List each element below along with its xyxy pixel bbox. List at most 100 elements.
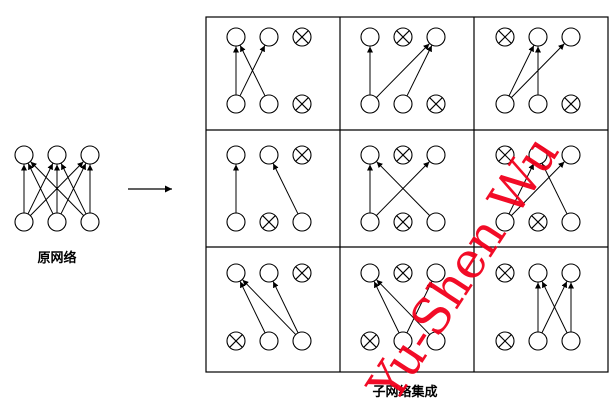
cross-mark — [498, 334, 512, 348]
connection-arrow — [541, 163, 568, 215]
input-node — [226, 212, 246, 232]
output-node — [259, 263, 279, 283]
connection-arrow — [27, 163, 54, 215]
dropped-input-node — [360, 331, 380, 351]
node-circle — [360, 27, 380, 47]
cross-mark — [363, 334, 377, 348]
output-node — [528, 145, 548, 165]
input-node — [528, 331, 548, 351]
node-circle — [259, 145, 279, 165]
node-circle — [80, 212, 100, 232]
output-node — [426, 145, 446, 165]
node-circle — [561, 27, 581, 47]
output-node — [426, 27, 446, 47]
dropped-input-node — [226, 331, 246, 351]
node-circle — [561, 145, 581, 165]
node-circle — [259, 263, 279, 283]
cross-mark — [396, 266, 410, 280]
dropped-output-node — [495, 263, 515, 283]
node-circle — [360, 212, 380, 232]
node-circle — [528, 263, 548, 283]
ensemble-label: 子网络集成 — [372, 384, 437, 400]
connection-arrow — [376, 161, 431, 216]
subnetwork — [360, 27, 446, 114]
output-node — [259, 145, 279, 165]
node-circle — [14, 212, 34, 232]
output-node — [360, 263, 380, 283]
connection-arrow — [376, 279, 431, 335]
node-circle — [360, 94, 380, 114]
dropped-input-node — [393, 212, 413, 232]
input-node — [561, 331, 581, 351]
input-node — [292, 331, 312, 351]
dropped-output-node — [292, 263, 312, 283]
connection-arrow — [239, 45, 266, 97]
output-node — [528, 263, 548, 283]
connection-arrow — [242, 279, 297, 335]
node-circle — [47, 212, 67, 232]
subnetwork — [495, 145, 581, 232]
subnetwork — [360, 263, 446, 351]
node-circle — [561, 331, 581, 351]
dropped-output-node — [292, 27, 312, 47]
node-circle — [528, 27, 548, 47]
subnetwork — [495, 27, 581, 114]
output-node — [80, 145, 100, 165]
dropped-input-node — [561, 94, 581, 114]
subnetwork — [226, 145, 312, 232]
connection-arrow — [30, 161, 85, 216]
node-circle — [426, 145, 446, 165]
node-circle — [226, 263, 246, 283]
connection-arrow — [239, 281, 266, 334]
output-node — [14, 145, 34, 165]
node-circle — [426, 331, 446, 351]
subnetwork — [360, 145, 446, 232]
connection-arrow — [508, 45, 535, 97]
dropped-input-node — [292, 94, 312, 114]
cross-mark — [295, 266, 309, 280]
cross-mark — [531, 215, 545, 229]
output-node — [259, 27, 279, 47]
node-circle — [393, 331, 413, 351]
connection-arrow — [406, 281, 433, 334]
node-circle — [561, 212, 581, 232]
node-circle — [226, 145, 246, 165]
output-node — [561, 263, 581, 283]
dropped-input-node — [259, 212, 279, 232]
subnetwork — [226, 27, 312, 114]
node-circle — [426, 263, 446, 283]
dropped-output-node — [495, 145, 515, 165]
dropped-output-node — [393, 27, 413, 47]
subnetwork — [495, 263, 581, 351]
output-node — [226, 145, 246, 165]
node-circle — [495, 212, 515, 232]
cross-mark — [498, 30, 512, 44]
input-node — [393, 94, 413, 114]
node-circle — [292, 212, 312, 232]
cross-mark — [396, 148, 410, 162]
node-circle — [226, 27, 246, 47]
subnetwork — [226, 263, 312, 351]
node-circle — [393, 94, 413, 114]
input-node — [292, 212, 312, 232]
grid-border — [205, 16, 609, 373]
cross-mark — [564, 97, 578, 111]
node-circle — [360, 263, 380, 283]
output-node — [561, 145, 581, 165]
node-circle — [259, 331, 279, 351]
input-node — [528, 94, 548, 114]
output-node — [226, 263, 246, 283]
cross-mark — [396, 30, 410, 44]
input-node — [495, 94, 515, 114]
node-circle — [226, 212, 246, 232]
connection-arrow — [406, 45, 433, 97]
dropped-output-node — [495, 27, 515, 47]
cross-mark — [295, 148, 309, 162]
input-node — [360, 94, 380, 114]
node-circle — [80, 145, 100, 165]
node-circle — [259, 94, 279, 114]
input-node — [360, 212, 380, 232]
node-circle — [528, 94, 548, 114]
input-node — [426, 331, 446, 351]
